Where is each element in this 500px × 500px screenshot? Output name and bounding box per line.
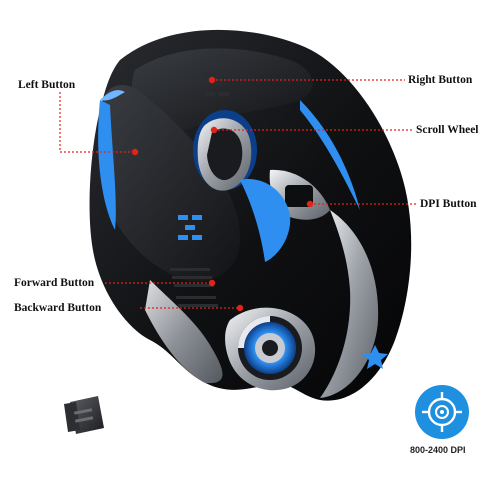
- callout-dots: [131, 76, 314, 312]
- right-button-label: Right Button: [408, 74, 473, 86]
- usb-receiver: [64, 396, 104, 434]
- callout-lines: [59, 79, 418, 309]
- mouse-body: [89, 29, 412, 401]
- dpi-button-label: DPI Button: [420, 198, 477, 210]
- forward-button-label: Forward Button: [14, 277, 95, 289]
- left-button-label: Left Button: [18, 79, 76, 91]
- scroll-wheel-label: Scroll Wheel: [416, 124, 479, 136]
- backward-button-label: Backward Button: [14, 302, 102, 314]
- dpi-range-label: 800-2400 DPI: [410, 445, 466, 455]
- crosshair-target-icon: [415, 385, 469, 439]
